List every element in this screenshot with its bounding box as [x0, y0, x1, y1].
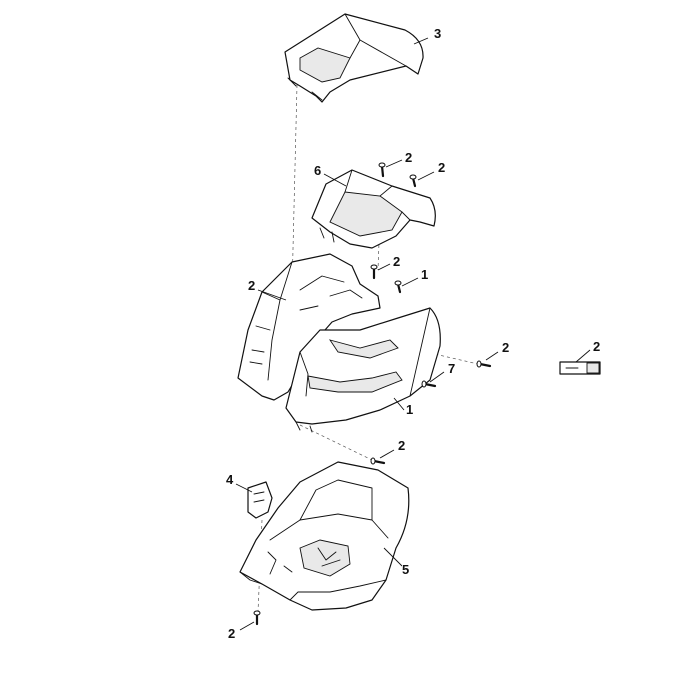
part-5-bottom-housing[interactable] — [239, 461, 410, 611]
callout-2: 1 — [421, 267, 428, 282]
callout-2: 2 — [438, 160, 445, 175]
screw-icon[interactable] — [370, 264, 378, 280]
callout-2: 2 — [398, 438, 405, 453]
callout-2: 2 — [393, 254, 400, 269]
callout-2: 2 — [228, 626, 235, 641]
callout-2: 2 — [405, 150, 412, 165]
part-2-screws[interactable] — [253, 162, 492, 626]
part-3-top-cover[interactable] — [284, 13, 424, 103]
screw-icon[interactable] — [409, 174, 417, 188]
callout-2: 2 — [502, 340, 509, 355]
callout-labels: 3 6 2 2 2 2 1 2 2 7 1 2 4 5 2 — [226, 26, 600, 641]
callout-3: 3 — [434, 26, 441, 41]
callout-leaders — [235, 37, 591, 631]
part-1-right-cover[interactable] — [285, 307, 441, 433]
callout-2: 7 — [448, 361, 455, 376]
screw-icon[interactable] — [394, 280, 402, 294]
callout-4: 4 — [226, 472, 234, 487]
callout-1: 1 — [406, 402, 413, 417]
screw-icon[interactable] — [421, 380, 437, 388]
part-1-left-housing[interactable] — [237, 253, 381, 401]
screw-icon[interactable] — [378, 162, 386, 178]
part-7-label[interactable] — [559, 361, 601, 375]
callout-5: 5 — [402, 562, 409, 577]
screw-icon[interactable] — [370, 457, 386, 465]
callout-6: 6 — [314, 163, 321, 178]
screw-icon[interactable] — [476, 360, 492, 368]
part-6-inner-cover[interactable] — [311, 169, 436, 249]
part-4-clip[interactable] — [247, 481, 273, 519]
callout-1: 2 — [248, 278, 255, 293]
callout-7: 2 — [593, 339, 600, 354]
screw-icon[interactable] — [253, 610, 261, 626]
